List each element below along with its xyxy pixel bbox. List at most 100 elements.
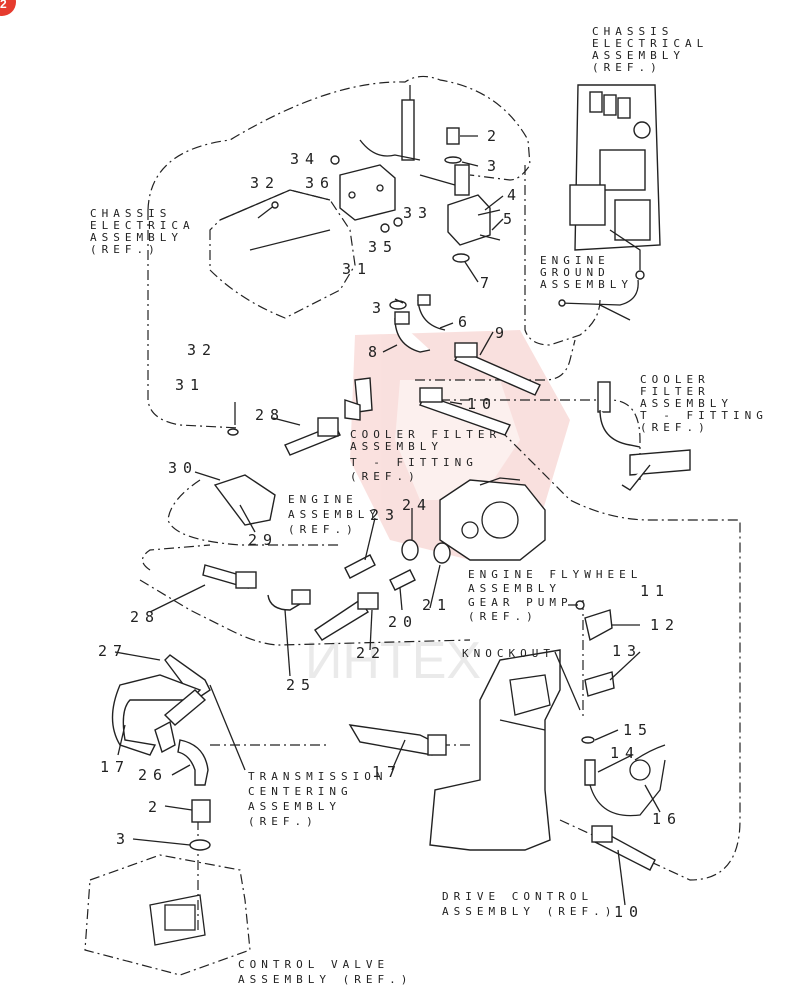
callout-21: 21	[422, 596, 452, 614]
callout-11: 11	[640, 582, 670, 600]
label-chassis-top: CHASSIS ELECTRICAL ASSEMBLY (REF.)	[592, 25, 708, 74]
label-chassis-left-3: ASSEMBLY	[90, 231, 183, 244]
callout-17-left: 17	[100, 758, 130, 776]
label-knockout: KNOCKOUT	[462, 647, 555, 660]
fasteners-upper	[257, 155, 403, 233]
label-flywheel: ENGINE FLYWHEEL ASSEMBLY GEAR PUMP (REF.…	[468, 568, 637, 623]
callout-20: 20	[388, 613, 418, 631]
hose-17-middle	[348, 724, 447, 756]
callout-25: 25	[286, 676, 316, 694]
callout-2-top: 2	[487, 127, 502, 145]
label-transmission-3: ASSEMBLY	[248, 800, 341, 813]
page-badge: 2	[0, 0, 16, 16]
badge-number: 2	[0, 0, 7, 11]
label-flywheel-4: (REF.)	[468, 610, 538, 623]
cooler-filter-t-fitting-right	[597, 381, 691, 491]
callout-4: 4	[507, 186, 522, 204]
label-control-valve: CONTROL VALVE ASSEMBLY (REF.)	[238, 958, 412, 986]
callout-17-mid: 17	[372, 763, 402, 781]
label-cooler-mid-4: (REF.)	[350, 470, 420, 483]
callout-34: 34	[290, 150, 320, 168]
label-engine-ground-3: ASSEMBLY	[540, 278, 633, 291]
callout-16: 16	[652, 810, 682, 828]
label-chassis-top-2: ELECTRICAL	[592, 37, 708, 50]
label-engine-assembly: ENGINE ASSEMBLY (REF.)	[288, 493, 381, 536]
watermark: ИНТЕХ	[305, 330, 570, 690]
callout-27: 27	[98, 642, 128, 660]
label-drive-control-2: ASSEMBLY (REF.)	[442, 905, 616, 918]
callout-28-top: 28	[255, 406, 285, 424]
label-cooler-right-5: (REF.)	[640, 421, 710, 434]
leader-lines	[114, 135, 661, 906]
transmission-hoses	[111, 654, 211, 756]
fittings-23-20	[344, 554, 416, 591]
callout-31-left: 31	[175, 376, 205, 394]
knockout-parts	[575, 600, 666, 817]
label-transmission-1: TRANSMISSION	[248, 770, 387, 783]
label-cooler-mid-1: COOLER FILTER	[350, 428, 501, 441]
callout-23: 23	[370, 506, 400, 524]
callout-28-bot: 28	[130, 608, 160, 626]
callout-3-top: 3	[487, 157, 502, 175]
label-transmission: TRANSMISSION CENTERING ASSEMBLY (REF.)	[248, 770, 387, 828]
callout-3-bot: 3	[116, 830, 131, 848]
label-chassis-left-2: ELECTRICA	[90, 219, 195, 232]
label-control-valve-2: ASSEMBLY (REF.)	[238, 973, 412, 986]
label-chassis-left: CHASSIS ELECTRICA ASSEMBLY (REF.)	[90, 207, 195, 256]
callout-6: 6	[458, 313, 473, 331]
o-rings-gear-pump	[401, 539, 451, 564]
callout-13: 13	[612, 642, 642, 660]
callout-3-mid: 3	[372, 299, 387, 317]
callout-12: 12	[650, 616, 680, 634]
label-flywheel-2: ASSEMBLY	[468, 582, 561, 595]
valve-block-assembly	[339, 85, 501, 263]
label-cooler-right: COOLER FILTER ASSEMBLY T - FITTING (REF.…	[640, 373, 768, 434]
label-chassis-left-1: CHASSIS	[90, 207, 171, 220]
label-drive-control-1: DRIVE CONTROL	[442, 890, 593, 903]
callout-32-top: 32	[250, 174, 280, 192]
callout-numbers: 2 3 4 5 7 34 36 32 33 35 31 3 6 9 8 10 3…	[98, 127, 682, 921]
callout-8: 8	[368, 343, 383, 361]
chassis-electrical-bracket-left	[209, 189, 356, 319]
chassis-electrical-assembly-top	[569, 84, 661, 280]
label-engine-ground-1: ENGINE	[540, 254, 610, 267]
label-cooler-mid-3: T - FITTING	[350, 456, 478, 469]
hose-28-top	[284, 377, 373, 456]
engine-ground-cable	[558, 279, 639, 321]
label-transmission-2: CENTERING	[248, 785, 353, 798]
callout-24: 24	[402, 496, 432, 514]
label-chassis-top-4: (REF.)	[592, 61, 662, 74]
label-engine-assembly-2: ASSEMBLY	[288, 508, 381, 521]
label-chassis-left-4: (REF.)	[90, 243, 160, 256]
drive-control-bracket	[429, 649, 561, 851]
label-cooler-right-1: COOLER	[640, 373, 710, 386]
hose-28-bottom	[202, 564, 311, 611]
callout-30: 30	[168, 459, 198, 477]
callout-36: 36	[305, 174, 335, 192]
label-cooler-right-3: ASSEMBLY	[640, 397, 733, 410]
callout-15: 15	[623, 721, 653, 739]
callout-31-top: 31	[342, 260, 372, 278]
label-engine-ground: ENGINE GROUND ASSEMBLY	[540, 254, 633, 291]
label-drive-control: DRIVE CONTROL ASSEMBLY (REF.)	[442, 890, 616, 918]
callout-22: 22	[356, 644, 386, 662]
gear-pump	[439, 477, 546, 561]
label-cooler-right-4: T - FITTING	[640, 409, 768, 422]
callout-14: 14	[610, 744, 640, 762]
label-cooler-mid: COOLER FILTER ASSEMBLY T - FITTING (REF.…	[350, 428, 501, 483]
callout-2-bot: 2	[148, 798, 163, 816]
callout-33: 33	[403, 204, 433, 222]
hose-22	[314, 592, 379, 641]
label-chassis-top-1: CHASSIS	[592, 25, 673, 38]
callout-10-mid: 10	[467, 395, 497, 413]
watermark-text: ИНТЕХ	[305, 632, 481, 690]
label-transmission-4: (REF.)	[248, 815, 318, 828]
label-engine-ground-2: GROUND	[540, 266, 610, 279]
callout-5: 5	[503, 210, 518, 228]
callout-35: 35	[368, 238, 398, 256]
callout-26: 26	[138, 766, 168, 784]
hose-10-bottom	[591, 825, 656, 871]
callout-7: 7	[480, 274, 495, 292]
label-engine-assembly-1: ENGINE	[288, 493, 358, 506]
